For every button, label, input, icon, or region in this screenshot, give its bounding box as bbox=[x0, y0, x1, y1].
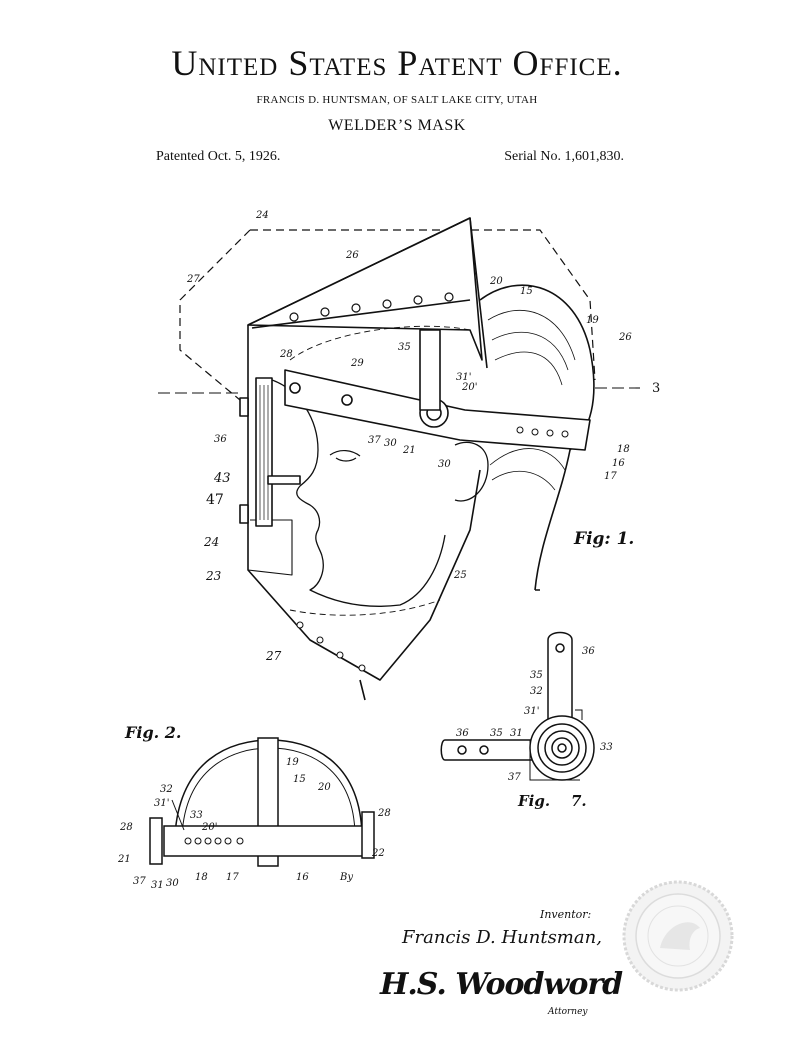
ref2-28a: 28 bbox=[119, 822, 133, 833]
ref-25: 25 bbox=[453, 570, 467, 581]
ref2-31: 31 bbox=[151, 880, 164, 891]
ref2-18: 18 bbox=[195, 872, 208, 883]
ref-23: 23 bbox=[205, 569, 222, 583]
ref-27b: 27 bbox=[265, 649, 282, 663]
fig7-drawing bbox=[440, 631, 595, 781]
fig1-drawing bbox=[158, 217, 640, 701]
ref7-31: 31 bbox=[510, 728, 523, 739]
ref-31prime: 31' bbox=[456, 372, 471, 383]
inventor-name: Francis D. Huntsman, bbox=[401, 927, 602, 948]
signature-block: Inventor: Francis D. Huntsman, H.S. Wood… bbox=[379, 908, 624, 1017]
ref7-31prime: 31' bbox=[524, 706, 539, 717]
ref-37: 37 bbox=[368, 435, 381, 446]
ref-24b: 24 bbox=[203, 535, 219, 549]
ref-35: 35 bbox=[398, 342, 411, 353]
ref-26b: 26 bbox=[618, 332, 632, 343]
ref-29: 29 bbox=[350, 358, 364, 369]
patented-date: Patented Oct. 5, 1926. bbox=[156, 149, 281, 164]
patent-office-seal-icon bbox=[622, 880, 734, 992]
ref-47: 47 bbox=[206, 492, 224, 508]
ref2-21: 21 bbox=[117, 854, 131, 865]
ref2-31prime: 31' bbox=[154, 798, 169, 809]
ref2-16: 16 bbox=[296, 872, 309, 883]
ref2-15: 15 bbox=[293, 774, 306, 785]
ref2-30: 30 bbox=[166, 878, 179, 889]
ref-30b: 30 bbox=[438, 459, 451, 470]
attorney-label: Attorney bbox=[547, 1007, 588, 1017]
ref2-28b: 28 bbox=[377, 808, 391, 819]
ref2-by: By bbox=[339, 872, 353, 883]
ref2-20prime: 20' bbox=[201, 822, 217, 833]
ref-18: 18 bbox=[617, 444, 630, 455]
ref2-17: 17 bbox=[226, 872, 239, 883]
ref-28: 28 bbox=[279, 349, 293, 360]
ref7-37: 37 bbox=[508, 772, 521, 783]
ref-24: 24 bbox=[255, 210, 269, 221]
ref-17: 17 bbox=[604, 471, 617, 482]
ref-15: 15 bbox=[520, 286, 533, 297]
ref-36: 36 bbox=[214, 434, 227, 445]
fig7-label: Fig. 7. bbox=[517, 792, 587, 810]
ref2-33: 33 bbox=[190, 810, 203, 821]
fig2-reference-numbers: Fig. 2. 19 15 20 32 31' 33 20' 28 28 21 … bbox=[117, 723, 391, 891]
ref7-36: 36 bbox=[582, 646, 595, 657]
section-mark: 3 bbox=[652, 381, 660, 396]
ref7-36b: 36 bbox=[456, 728, 469, 739]
ref-21: 21 bbox=[402, 445, 416, 456]
fig2-label: Fig. 2. bbox=[124, 723, 181, 742]
ref-19: 19 bbox=[586, 315, 599, 326]
fig7-reference-numbers: 36 35 32 31' 36 35 31 33 37 Fig. 7. bbox=[456, 646, 613, 810]
ref-26: 26 bbox=[345, 250, 359, 261]
ref2-32: 32 bbox=[160, 784, 173, 795]
patent-subject: WELDER’S MASK bbox=[328, 117, 466, 134]
ref7-32: 32 bbox=[530, 686, 543, 697]
ref-20: 20 bbox=[489, 276, 503, 287]
ref2-22: 22 bbox=[371, 848, 385, 859]
attorney-signature: H.S. Woodword bbox=[379, 967, 623, 1002]
ref7-33: 33 bbox=[600, 742, 613, 753]
inventor-line: FRANCIS D. HUNTSMAN, OF SALT LAKE CITY, … bbox=[256, 94, 538, 106]
ref2-37: 37 bbox=[133, 876, 146, 887]
serial-number: Serial No. 1,601,830. bbox=[504, 149, 624, 164]
ref7-35: 35 bbox=[530, 670, 543, 681]
fig1-reference-numbers: 24 26 27 20 15 19 26 28 29 35 31' 20' 36… bbox=[186, 210, 660, 663]
ref-27: 27 bbox=[186, 274, 200, 285]
ref-16: 16 bbox=[612, 458, 625, 469]
ref-30: 30 bbox=[384, 438, 397, 449]
ref-20prime: 20' bbox=[461, 382, 477, 393]
fig2-drawing bbox=[149, 737, 375, 867]
inventor-label: Inventor: bbox=[539, 908, 591, 921]
ref2-20: 20 bbox=[317, 782, 331, 793]
ref2-19: 19 bbox=[286, 757, 299, 768]
ref7-35b: 35 bbox=[490, 728, 503, 739]
ref-43: 43 bbox=[213, 471, 231, 486]
fig1-label: Fig: 1. bbox=[573, 529, 634, 549]
patent-office-title: United States Patent Office. bbox=[171, 43, 623, 83]
